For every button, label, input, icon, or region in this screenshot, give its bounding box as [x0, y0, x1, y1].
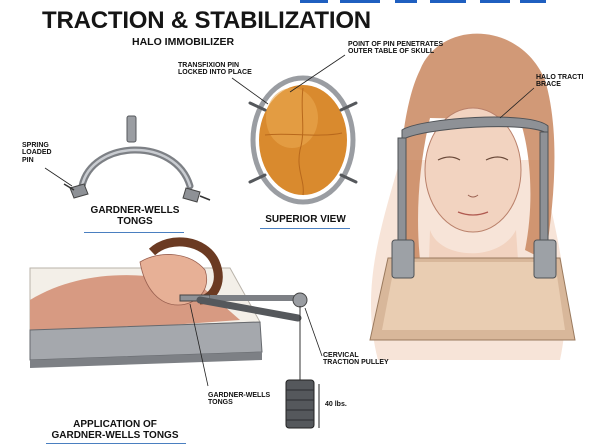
pulley-leader [305, 308, 322, 356]
spring-pin-leader [45, 168, 72, 186]
label-spring-loaded-pin: SPRING LOADED PIN [22, 142, 52, 164]
caption-underline [84, 232, 184, 233]
caption-underline [260, 228, 350, 229]
point-of-pin-leader [290, 55, 345, 92]
page-title: TRACTION & STABILIZATION [42, 8, 371, 33]
transfixion-pin-leader [232, 78, 268, 104]
label-halo-traction-brace: HALO TRACTI BRACE [536, 74, 583, 89]
label-weight: 40 lbs. [325, 401, 347, 408]
gardner-wells-tongs-illustration [64, 116, 210, 202]
label-gardner-wells-tongs-small: GARDNER-WELLS TONGS [208, 392, 270, 407]
halo-immobilizer-heading: HALO IMMOBILIZER [132, 37, 234, 48]
caption-underline [46, 443, 186, 444]
label-point-of-pin: POINT OF PIN PENETRATES OUTER TABLE OF S… [348, 41, 443, 56]
superior-view-skull-illustration [250, 78, 356, 202]
caption-application-of-gardner-wells-tongs: APPLICATION OF GARDNER-WELLS TONGS [40, 420, 190, 441]
traction-application-illustration [30, 242, 319, 428]
caption-superior-view: SUPERIOR VIEW [253, 215, 358, 226]
label-transfixion-pin: TRANSFIXION PIN LOCKED INTO PLACE [178, 62, 252, 77]
caption-gardner-wells-tongs: GARDNER-WELLS TONGS [80, 206, 190, 227]
label-cervical-traction-pulley: CERVICAL TRACTION PULLEY [323, 352, 389, 367]
